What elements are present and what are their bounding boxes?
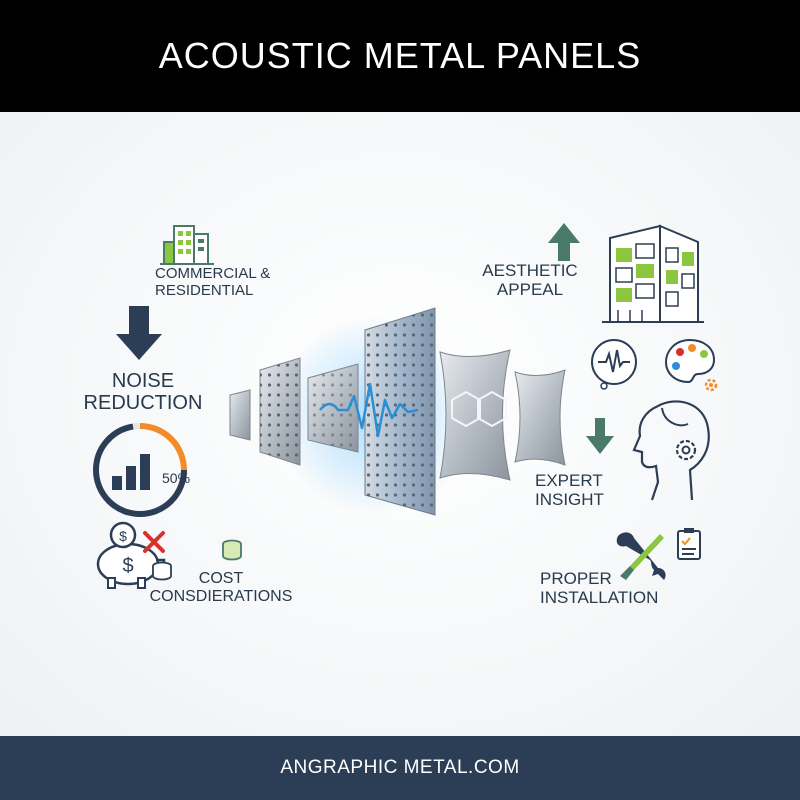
coin-stack-icon xyxy=(222,539,242,561)
noise-label: NOISE REDUCTION xyxy=(78,370,208,414)
coin-icon: $ xyxy=(109,521,137,549)
coin-stack-icon xyxy=(152,561,172,581)
acoustic-panels-icon xyxy=(229,307,566,516)
sound-wave-icon xyxy=(591,339,637,390)
noise-label-line2: REDUCTION xyxy=(83,392,203,414)
aesthetic-label: AESTHETIC APPEAL xyxy=(470,261,590,299)
down-arrow-icon xyxy=(116,306,162,360)
expert-label-line1: EXPERT xyxy=(535,471,603,490)
svg-text:$: $ xyxy=(122,555,133,577)
noise-label-line1: NOISE xyxy=(111,370,175,392)
piggy-bank-icon: $ xyxy=(96,542,166,589)
gear-icon xyxy=(704,378,718,392)
aesthetic-label-line2: APPEAL xyxy=(496,279,564,299)
expert-label-line2: INSIGHT xyxy=(535,489,604,509)
install-label: PROPER INSTALLATION xyxy=(540,569,659,607)
head-profile-icon xyxy=(632,400,710,501)
cost-label-line1: COST xyxy=(198,570,244,587)
cost-label-line2: CONSDIERATIONS xyxy=(149,587,293,605)
install-label-line1: PROPER xyxy=(540,569,612,588)
header-bar: ACOUSTIC METAL PANELS xyxy=(0,0,800,112)
page-title: ACOUSTIC METAL PANELS xyxy=(158,35,642,76)
office-building-icon xyxy=(602,224,704,323)
up-arrow-icon xyxy=(548,223,580,261)
wrench-icon xyxy=(616,532,666,580)
commercial-label-line1: COMMERCIAL & xyxy=(155,265,271,282)
aesthetic-label-line1: AESTHETIC xyxy=(482,261,578,280)
screwdriver-icon xyxy=(620,534,664,580)
down-arrow-icon xyxy=(586,418,614,454)
svg-text:$: $ xyxy=(119,528,127,544)
commercial-label-line2: RESIDENTIAL xyxy=(155,281,254,299)
cost-label: COST CONSDIERATIONS xyxy=(146,570,296,605)
footer-site-link[interactable]: ANGRAPHIC METAL.COM xyxy=(280,757,520,778)
expert-label: EXPERT INSIGHT xyxy=(535,471,604,509)
x-mark-icon xyxy=(143,531,165,553)
footer-bar: ANGRAPHIC METAL.COM xyxy=(0,736,800,800)
checklist-icon xyxy=(677,528,701,560)
palette-icon xyxy=(664,338,716,384)
bar-chart-icon xyxy=(112,454,150,490)
commercial-label: COMMERCIAL & RESIDENTIAL xyxy=(155,265,271,299)
building-icon xyxy=(160,225,214,265)
gauge-icon xyxy=(93,423,187,517)
gauge-value-label: 50% xyxy=(162,470,191,486)
install-label-line2: INSTALLATION xyxy=(540,587,659,607)
